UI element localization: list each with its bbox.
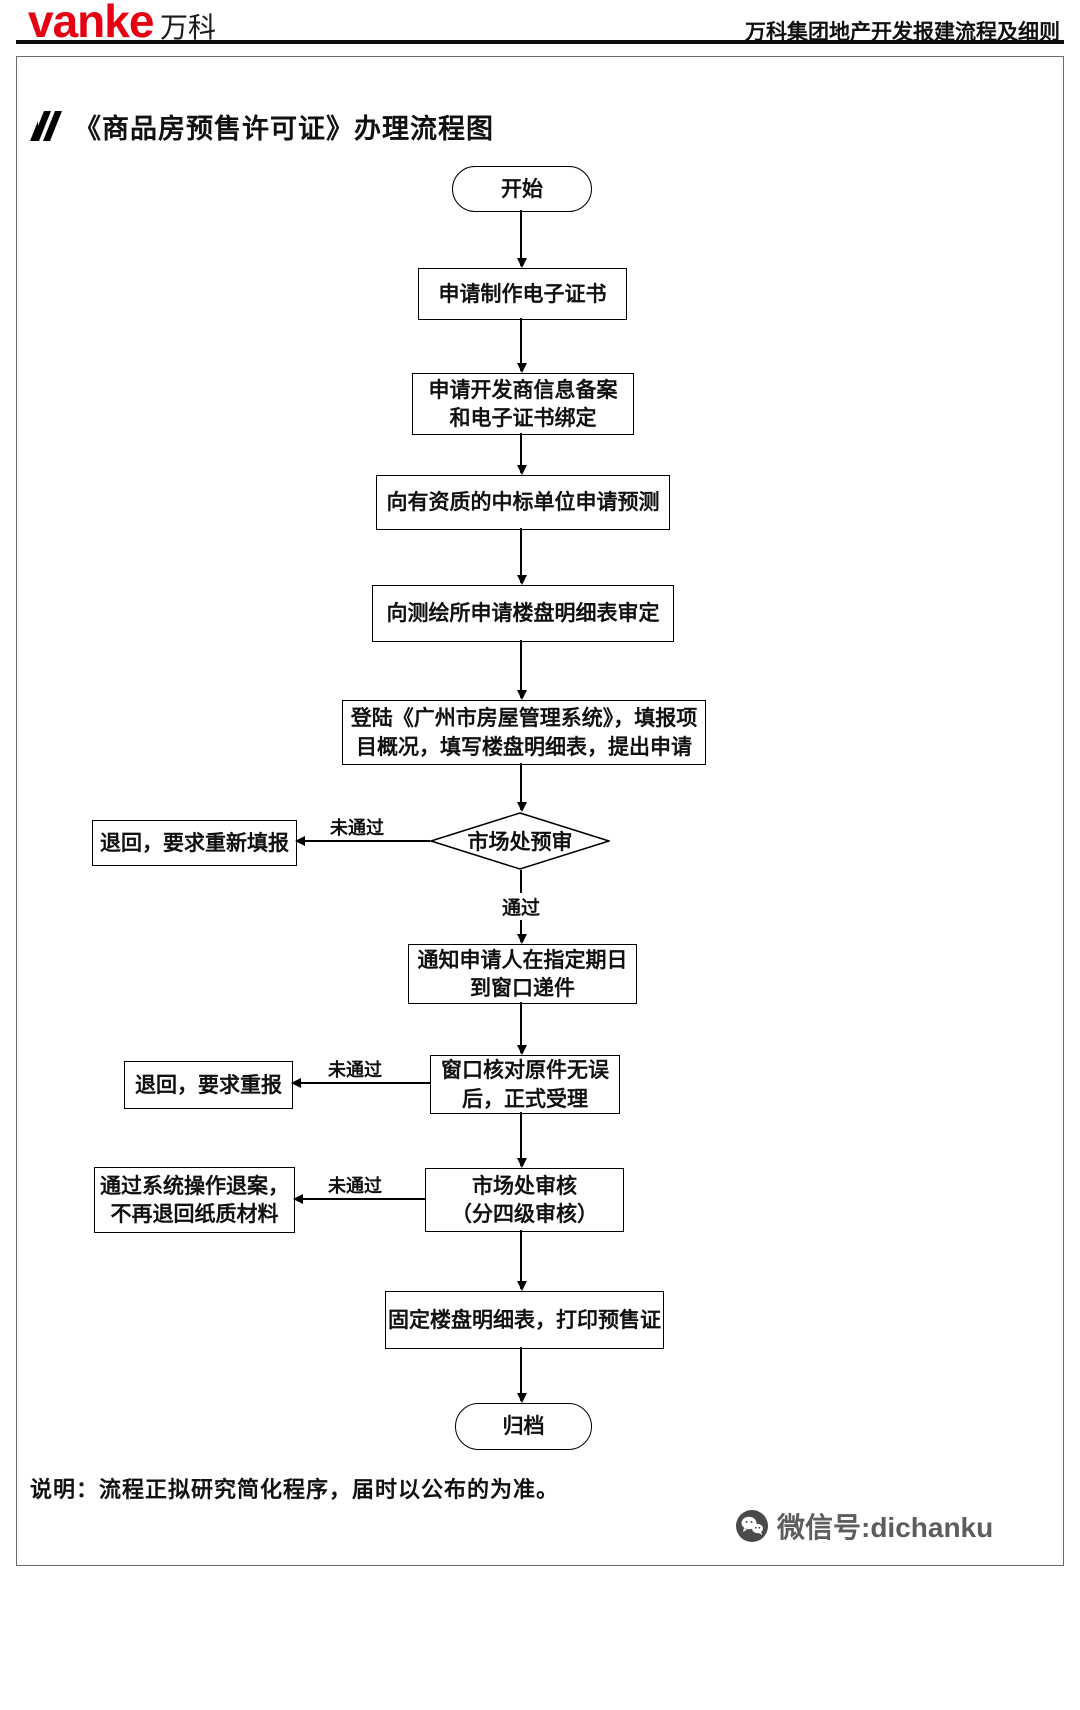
flow-step-developer-filing: 申请开发商信息备案 和电子证书绑定 bbox=[412, 373, 634, 435]
vanke-logo-chinese: 万科 bbox=[160, 13, 217, 44]
vanke-logo: vanke bbox=[28, 0, 154, 47]
flow-step-apply-certificate: 申请制作电子证书 bbox=[418, 268, 627, 320]
flow-arrow-fail-3 bbox=[293, 1194, 425, 1204]
decision-label: 市场处预审 bbox=[467, 830, 573, 854]
title-mark-icon bbox=[30, 111, 62, 141]
flow-arrow-fail-1 bbox=[295, 836, 430, 846]
flow-arrow bbox=[517, 1230, 527, 1291]
flow-arrow bbox=[517, 318, 527, 373]
flow-arrow bbox=[517, 1347, 527, 1403]
flow-step-request-forecast: 向有资质的中标单位申请预测 bbox=[376, 475, 670, 530]
flow-step-print-license: 固定楼盘明细表，打印预售证 bbox=[385, 1291, 664, 1349]
flow-start: 开始 bbox=[452, 166, 592, 212]
flow-step-survey-approval: 向测绘所申请楼盘明细表审定 bbox=[372, 585, 674, 642]
flow-arrow-fail-2 bbox=[291, 1078, 430, 1088]
flow-end-archive: 归档 bbox=[455, 1403, 592, 1450]
flow-reject-resubmit: 退回，要求重报 bbox=[124, 1061, 293, 1109]
wechat-footer: 微信号:dichanku bbox=[735, 1506, 993, 1546]
flow-step-notify-applicant: 通知申请人在指定期日 到窗口递件 bbox=[408, 944, 637, 1004]
edge-label-fail-1: 未通过 bbox=[330, 818, 384, 838]
flow-decision-market-prereview: 市场处预审 bbox=[430, 812, 610, 870]
flowchart-title-row: 《商品房预售许可证》办理流程图 bbox=[30, 108, 494, 144]
diamond-shape bbox=[430, 812, 610, 870]
flow-arrow bbox=[517, 763, 527, 812]
edge-label-pass: 通过 bbox=[496, 893, 546, 920]
wechat-icon bbox=[736, 1510, 768, 1542]
flow-step-market-review: 市场处审核 （分四级审核） bbox=[425, 1168, 624, 1232]
flow-arrow bbox=[517, 640, 527, 700]
flow-step-login-system: 登陆《广州市房屋管理系统》，填报项 目概况，填写楼盘明细表，提出申请 bbox=[342, 700, 706, 765]
flow-reject-refill: 退回，要求重新填报 bbox=[92, 820, 297, 866]
flow-arrow bbox=[517, 528, 527, 585]
edge-label-fail-2: 未通过 bbox=[328, 1060, 382, 1080]
flow-arrow bbox=[517, 433, 527, 475]
footnote: 说明：流程正拟研究简化程序，届时以公布的为准。 bbox=[30, 1477, 560, 1502]
content-border bbox=[16, 56, 1064, 1566]
flow-arrow bbox=[517, 210, 527, 268]
flow-arrow bbox=[517, 1112, 527, 1168]
flowchart-title: 《商品房预售许可证》办理流程图 bbox=[74, 113, 494, 144]
edge-label-fail-3: 未通过 bbox=[328, 1176, 382, 1196]
flow-reject-system-return: 通过系统操作退案， 不再退回纸质材料 bbox=[94, 1167, 295, 1233]
header-divider bbox=[16, 40, 1064, 44]
flow-step-window-check: 窗口核对原件无误 后，正式受理 bbox=[430, 1055, 620, 1114]
wechat-id-text: 微信号:dichanku bbox=[777, 1512, 994, 1543]
flow-arrow bbox=[517, 1002, 527, 1055]
